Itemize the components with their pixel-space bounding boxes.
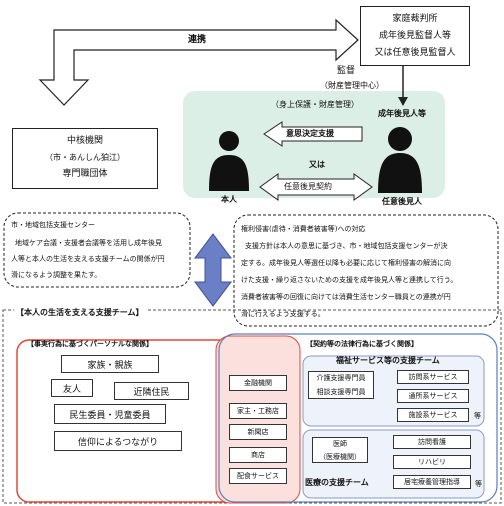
medical-service: 訪問看護 <box>393 435 471 449</box>
abuse-note-line: 支援方針は本人の意思に基づき、市・地域包括支援センターが決 <box>245 242 448 250</box>
blue-double-arrow <box>194 233 232 307</box>
court-line3: 又は任意後見監督人 <box>374 48 456 58</box>
team-title: 【本人の生活を支える支援チーム】 <box>14 308 146 318</box>
abuse-note-line: 消費者被害等の回復に向けては消費生活センター職員との連携が円 <box>241 293 451 301</box>
welfare-etc: 等 <box>474 412 481 420</box>
center-note-frame <box>3 212 191 288</box>
middle-item: 新聞店 <box>229 424 287 440</box>
middle-item: 配食サービス <box>229 468 287 484</box>
shinjo-label: （身上保護・財産管理） <box>271 100 359 109</box>
personal-item: 家族・親族 <box>61 355 159 373</box>
chukaku-line2: （市・あんしん狛江） <box>45 153 125 162</box>
abuse-note-frame <box>233 214 499 327</box>
doctor-line: 医師 <box>333 439 347 448</box>
decision-support-label: 意思決定支援 <box>286 129 334 138</box>
green-area <box>183 91 445 198</box>
center-note-line: 滑になるよう調整を果たす。 <box>11 271 102 279</box>
person-figure-honnin <box>209 131 249 191</box>
chukaku-line3: 専門職団体 <box>62 169 108 179</box>
care-manager-line: 相談支援専門員 <box>316 388 366 396</box>
mataha-label: 又は <box>309 160 325 169</box>
personal-item: 友人 <box>51 379 93 397</box>
middle-item: 金融機関 <box>229 375 287 391</box>
center-note-line: 地域ケア会議・支援者会議等を活用し成年後見 <box>15 239 162 247</box>
supervise-arrow-head <box>398 97 408 106</box>
center-note-line: 人等と本人の生活を支える支援チームの関係が円 <box>11 255 165 263</box>
abuse-note-line: 定する。成年後見人等選任以降も必要に応じて権利侵害の解消に向 <box>241 259 451 267</box>
medical-etc: 等 <box>475 480 482 488</box>
medical-service: 居宅療養管理指導 <box>393 475 471 489</box>
doctor-line: （医療機関） <box>319 452 361 461</box>
supervise-label: 監督 <box>337 66 356 76</box>
connection-arrow <box>38 18 359 106</box>
middle-item: 家主・工務店 <box>229 403 287 419</box>
abuse-note-title: 権利侵害(虐待・消費者被害等)への対応 <box>241 225 366 233</box>
nini-label: 任意後見人 <box>382 197 422 206</box>
doctor-box: 医師 （医療機関） <box>312 437 368 463</box>
center-note-title: 市・地域包括支援センター <box>11 221 95 229</box>
honnin-label: 本人 <box>221 195 237 204</box>
medical-service: リハビリ <box>393 455 471 469</box>
welfare-service: 訪問系サービス <box>397 370 469 384</box>
welfare-service: 通所系サービス <box>397 389 469 403</box>
personal-item: 近隣住民 <box>114 382 189 400</box>
zaisan-label: （財産管理中心） <box>320 81 384 90</box>
welfare-service: 施設系サービス <box>397 408 469 422</box>
welfare-team-title: 福祉サービス等の支援チーム <box>336 356 440 365</box>
contract-double-arrow <box>259 173 373 201</box>
chukaku-box: 中核機関 （市・あんしん狛江） 専門職団体 <box>12 128 158 189</box>
guardian-label: 成年後見人等 <box>378 109 426 118</box>
legal-frame <box>218 333 498 503</box>
court-title: 家庭裁判所 <box>392 14 438 24</box>
court-box: 家庭裁判所 成年後見監督人等 又は任意後見監督人 <box>360 6 470 66</box>
legal-title: 【契約等の法律行為に基づく関係】 <box>306 340 418 348</box>
court-line2: 成年後見監督人等 <box>378 31 451 41</box>
medical-team-title: 医療の支援チーム <box>305 478 369 487</box>
contract-label: 任意後見契約 <box>284 182 332 191</box>
abuse-note-line: けた支援・繰り返さないための支援を成年後見人等と連携して行う。 <box>241 276 458 284</box>
decision-support-arrow <box>263 121 363 147</box>
personal-item: 信仰によるつながり <box>54 431 182 451</box>
personal-title: 【事実行為に基づくパーソナルな関係】 <box>27 340 153 348</box>
personal-item: 民生委員・児童委員 <box>54 404 166 424</box>
person-figure-guardian <box>378 127 422 193</box>
middle-item: 商店 <box>229 447 287 463</box>
chukaku-title: 中核機関 <box>66 136 103 146</box>
care-manager-box: 介護支援専門員 相談支援専門員 <box>308 371 374 399</box>
care-manager-line: 介護支援専門員 <box>316 374 366 382</box>
renkei-label: 連携 <box>188 35 207 45</box>
abuse-note-line: 滑に行えるよう支援する。 <box>241 310 325 318</box>
